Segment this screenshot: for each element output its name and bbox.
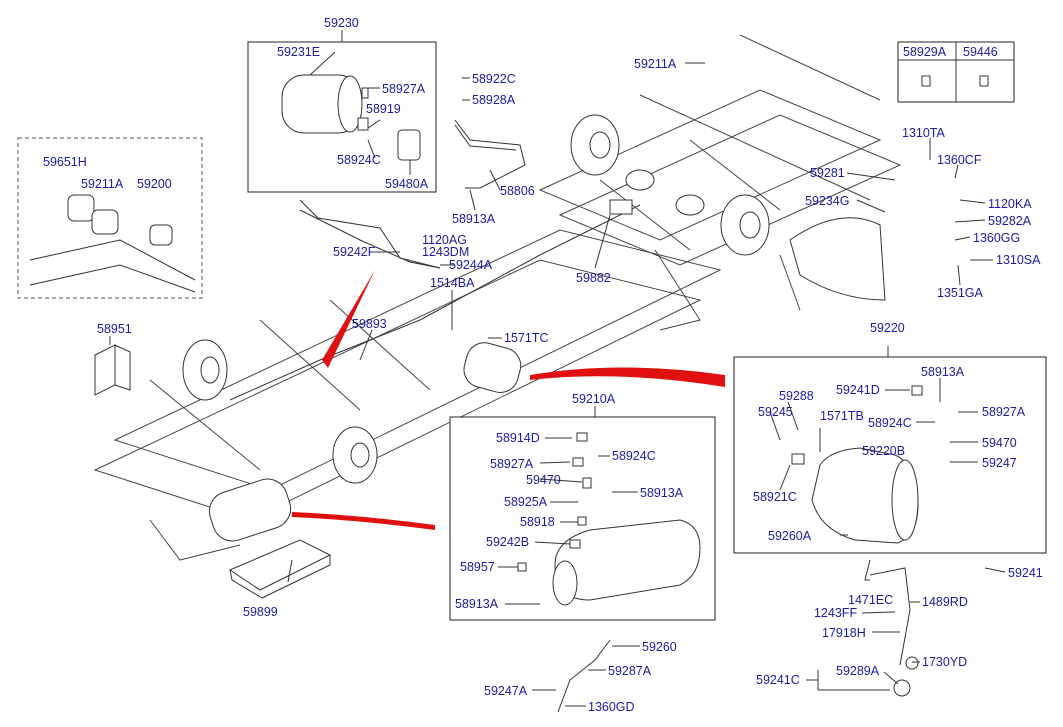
mount-bracket	[94, 344, 131, 396]
wheels	[182, 114, 770, 484]
label-58924C-mid: 58924C	[612, 449, 656, 463]
label-58913A-right: 58913A	[921, 365, 965, 379]
label-1243DM: 1243DM	[422, 245, 469, 259]
label-58913A-top: 58913A	[452, 212, 496, 226]
label-1360GG: 1360GG	[973, 231, 1020, 245]
label-59282A: 59282A	[988, 214, 1032, 228]
label-1730YD: 1730YD	[922, 655, 967, 669]
label-58925A: 58925A	[504, 495, 548, 509]
label-59234G: 59234G	[805, 194, 849, 208]
label-59210A: 59210A	[572, 392, 616, 406]
label-1514BA: 1514BA	[430, 276, 475, 290]
label-59241: 59241	[1008, 566, 1043, 580]
label-1351GA: 1351GA	[937, 286, 984, 300]
label-59899: 59899	[243, 605, 278, 619]
hoses	[299, 119, 526, 269]
label-58957: 58957	[460, 560, 495, 574]
label-59247: 59247	[982, 456, 1017, 470]
box-59220	[733, 346, 1047, 554]
label-58921C: 58921C	[753, 490, 797, 504]
box-59210A	[449, 406, 716, 621]
label-1471EC: 1471EC	[848, 593, 893, 607]
label-59480A: 59480A	[385, 177, 429, 191]
label-59289A: 59289A	[836, 664, 880, 678]
box-59230	[247, 30, 437, 193]
label-59245: 59245	[758, 405, 793, 419]
label-1571TC: 1571TC	[504, 331, 548, 345]
label-1360GD: 1360GD	[588, 700, 635, 714]
label-58919: 58919	[366, 102, 401, 116]
label-58927A-top: 58927A	[382, 82, 426, 96]
inset-fittings-box	[897, 41, 1015, 103]
label-1571TB: 1571TB	[820, 409, 864, 423]
label-59200: 59200	[137, 177, 172, 191]
dashed-inset-box	[17, 137, 203, 299]
label-1243FF: 1243FF	[814, 606, 857, 620]
label-59231E: 59231E	[277, 45, 320, 59]
label-1360CF: 1360CF	[937, 153, 982, 167]
label-58924C-right: 58924C	[868, 416, 912, 430]
label-59470-right: 59470	[982, 436, 1017, 450]
part-labels: 59230 59231E 58927A 58919 58924C 59480A …	[43, 16, 1043, 714]
red-pointers	[292, 270, 725, 530]
label-58914D: 58914D	[496, 431, 540, 445]
label-59220B: 59220B	[862, 444, 905, 458]
label-59893: 59893	[352, 317, 387, 331]
label-59260A: 59260A	[768, 529, 812, 543]
label-58951: 58951	[97, 322, 132, 336]
label-59446: 59446	[963, 45, 998, 59]
label-59260: 59260	[642, 640, 677, 654]
label-59242F: 59242F	[333, 245, 376, 259]
label-59242B: 59242B	[486, 535, 529, 549]
label-59287A: 59287A	[608, 664, 652, 678]
label-58806: 58806	[500, 184, 535, 198]
label-58922C: 58922C	[472, 72, 516, 86]
label-58927A-mid: 58927A	[490, 457, 534, 471]
label-59470-mid: 59470	[526, 473, 561, 487]
label-59882: 59882	[576, 271, 611, 285]
label-59288: 59288	[779, 389, 814, 403]
label-59211A-left: 59211A	[81, 177, 124, 191]
label-58924C-top: 58924C	[337, 153, 381, 167]
leader-lines	[109, 51, 1006, 707]
chassis-tanks	[208, 169, 886, 542]
label-1120KA: 1120KA	[988, 197, 1032, 211]
label-59281: 59281	[810, 166, 845, 180]
label-17918H: 17918H	[822, 626, 866, 640]
label-58927A-right: 58927A	[982, 405, 1026, 419]
label-1120AG: 1120AG	[422, 233, 467, 247]
label-59651H: 59651H	[43, 155, 87, 169]
label-1310SA: 1310SA	[996, 253, 1041, 267]
label-58918: 58918	[520, 515, 555, 529]
label-59241D: 59241D	[836, 383, 880, 397]
label-58929A: 58929A	[903, 45, 947, 59]
label-59241C: 59241C	[756, 673, 800, 687]
label-59247A: 59247A	[484, 684, 528, 698]
label-58928A: 58928A	[472, 93, 516, 107]
label-59211A-top: 59211A	[634, 57, 677, 71]
label-58913A-mid2: 58913A	[455, 597, 499, 611]
label-1489RD: 1489RD	[922, 595, 968, 609]
label-1310TA: 1310TA	[902, 126, 946, 140]
label-58913A-mid1: 58913A	[640, 486, 684, 500]
chassis-frame	[93, 34, 902, 561]
frame-bracket	[228, 539, 332, 599]
label-59230: 59230	[324, 16, 359, 30]
label-59220: 59220	[870, 321, 905, 335]
label-59244A: 59244A	[449, 258, 493, 272]
